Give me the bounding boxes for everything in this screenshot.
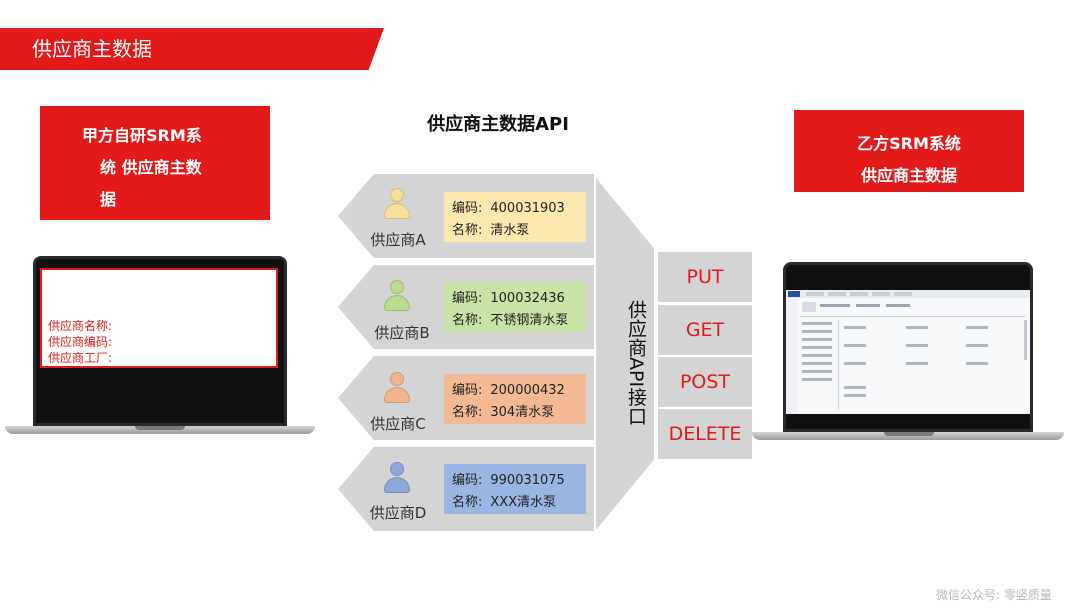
info-row: 编码: 990031075 [452, 470, 586, 492]
avatar-body [384, 477, 410, 493]
client-srm-label-line2: 统 供应商主数 [100, 158, 202, 177]
supplier-a-avatar-icon [384, 188, 410, 220]
supplier-product: XXX清水泵 [490, 495, 557, 510]
avatar-body [384, 387, 410, 403]
supplier-product: 清水泵 [490, 223, 530, 238]
info-row: 名称: 304清水泵 [452, 402, 586, 424]
avatar-body [384, 295, 410, 311]
method-post: POST [658, 357, 752, 407]
api-title: 供应商主数据API [427, 114, 569, 135]
supplier-d-name: 供应商D [369, 504, 427, 522]
supplier-a-name: 供应商A [370, 231, 426, 249]
supplier-code: 400031903 [490, 201, 565, 216]
avatar-head [390, 462, 404, 476]
right-laptop-notch [884, 432, 934, 436]
supplier-b-name: 供应商B [374, 324, 430, 342]
supplier-c-avatar-icon [384, 372, 410, 404]
client-srm-label: 甲方自研SRM系 统 供应商主数 据 [40, 106, 270, 220]
supplier-b-info-card: 编码: 100032436 名称: 不锈钢清水泵 [444, 282, 586, 332]
api-interface-panel [596, 178, 654, 530]
api-interface-label: 供应商API接口 [625, 300, 647, 426]
right-laptop-base [752, 432, 1064, 440]
supplier-code: 100032436 [490, 291, 565, 306]
method-delete: DELETE [658, 409, 752, 459]
name-label: 名称: [452, 223, 483, 238]
info-row: 名称: 不锈钢清水泵 [452, 310, 586, 332]
info-row: 编码: 200000432 [452, 380, 586, 402]
vendor-srm-app-screenshot [786, 290, 1030, 414]
page-title: 供应商主数据 [32, 37, 152, 61]
code-label: 编码: [452, 291, 483, 306]
avatar-head [390, 372, 404, 386]
supplier-product: 304清水泵 [490, 405, 555, 420]
code-label: 编码: [452, 201, 483, 216]
code-label: 编码: [452, 473, 483, 488]
supplier-factory-field: 供应商工厂: [48, 351, 113, 365]
method-get: GET [658, 305, 752, 355]
info-row: 编码: 100032436 [452, 288, 586, 310]
client-srm-label-line1: 甲方自研SRM系 [82, 126, 202, 145]
supplier-product: 不锈钢清水泵 [490, 313, 569, 328]
supplier-form-panel [40, 268, 278, 368]
supplier-d-info-card: 编码: 990031075 名称: XXX清水泵 [444, 464, 586, 514]
supplier-code: 200000432 [490, 383, 565, 398]
info-row: 名称: 清水泵 [452, 220, 586, 242]
info-row: 名称: XXX清水泵 [452, 492, 586, 514]
avatar-head [390, 280, 404, 294]
info-row: 编码: 400031903 [452, 198, 586, 220]
app-mock-graphic [786, 290, 1030, 414]
supplier-code-field: 供应商编码: [48, 335, 113, 349]
left-laptop-notch [135, 426, 185, 430]
code-label: 编码: [452, 383, 483, 398]
supplier-name-field: 供应商名称: [48, 319, 113, 333]
vendor-srm-label-line1: 乙方SRM系统 [857, 134, 961, 153]
watermark: 微信公众号: 零竖质量 [936, 588, 1052, 602]
vendor-srm-label-line2: 供应商主数据 [860, 166, 957, 185]
supplier-code: 990031075 [490, 473, 565, 488]
supplier-a-info-card: 编码: 400031903 名称: 清水泵 [444, 192, 586, 242]
supplier-d-avatar-icon [384, 462, 410, 494]
left-laptop-base [5, 426, 315, 434]
name-label: 名称: [452, 495, 483, 510]
header-bar [0, 28, 384, 70]
supplier-b-avatar-icon [384, 280, 410, 312]
name-label: 名称: [452, 405, 483, 420]
supplier-c-name: 供应商C [370, 415, 426, 433]
supplier-c-info-card: 编码: 200000432 名称: 304清水泵 [444, 374, 586, 424]
name-label: 名称: [452, 313, 483, 328]
avatar-head [390, 188, 404, 202]
vendor-srm-label: 乙方SRM系统 供应商主数据 [794, 110, 1024, 192]
avatar-body [384, 203, 410, 219]
method-put: PUT [658, 252, 752, 302]
client-srm-label-line3: 据 [100, 190, 117, 209]
